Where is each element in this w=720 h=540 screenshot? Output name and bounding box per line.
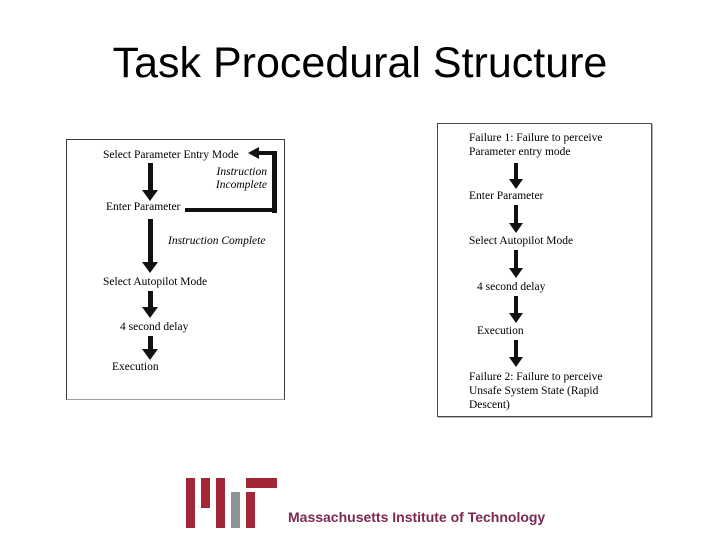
arrow-stem xyxy=(514,340,518,357)
mit-logo-icon xyxy=(186,478,278,528)
failure-1-text: Failure 1: Failure to perceive Parameter… xyxy=(469,131,634,159)
arrow-head xyxy=(509,179,523,189)
loop-arrow-top-segment xyxy=(258,151,277,155)
left-flow-box: Select Parameter Entry Mode Instruction … xyxy=(66,139,285,400)
arrow-head xyxy=(142,349,158,360)
mit-logo-bar-t-cross xyxy=(246,478,277,488)
label-instruction-incomplete-line1: Instruction xyxy=(216,166,267,178)
label-instruction-incomplete: Instruction Incomplete xyxy=(195,166,267,192)
arrow-stem xyxy=(147,291,153,307)
label-instruction-complete: Instruction Complete xyxy=(168,235,266,247)
step-select-parameter-entry-mode: Select Parameter Entry Mode xyxy=(103,149,239,161)
footer-organization: Massachusetts Institute of Technology xyxy=(288,509,546,525)
down-arrow-icon xyxy=(509,340,523,367)
mit-logo-bar-i xyxy=(231,492,240,528)
loop-arrow-bottom-segment xyxy=(185,208,277,212)
step-enter-parameter: Enter Parameter xyxy=(469,190,544,202)
arrow-stem xyxy=(147,336,153,349)
down-arrow-icon xyxy=(509,250,523,278)
step-select-autopilot-mode: Select Autopilot Mode xyxy=(103,276,208,288)
arrow-head xyxy=(142,190,158,201)
down-arrow-icon xyxy=(509,205,523,233)
arrow-stem xyxy=(514,250,518,268)
failure-2-line3: Descent) xyxy=(469,399,510,411)
arrow-head xyxy=(142,307,158,318)
arrow-head xyxy=(509,223,523,233)
arrow-stem xyxy=(147,163,153,190)
arrow-stem xyxy=(147,219,153,262)
label-instruction-incomplete-line2: Incomplete xyxy=(215,179,267,191)
step-execution: Execution xyxy=(112,361,159,373)
down-arrow-icon xyxy=(142,163,158,201)
loop-arrow-head-left-icon xyxy=(248,147,259,159)
failure-2-text: Failure 2: Failure to perceive Unsafe Sy… xyxy=(469,370,639,412)
step-4-second-delay: 4 second delay xyxy=(477,281,546,293)
arrow-stem xyxy=(514,296,518,313)
arrow-head xyxy=(509,357,523,367)
arrow-head xyxy=(509,268,523,278)
failure-1-line2: Parameter entry mode xyxy=(469,146,571,158)
failure-2-line1: Failure 2: Failure to perceive xyxy=(469,371,603,383)
right-flow-box: Failure 1: Failure to perceive Parameter… xyxy=(437,123,652,417)
step-enter-parameter: Enter Parameter xyxy=(106,201,181,213)
arrow-head xyxy=(509,313,523,323)
mit-logo-bar-m2 xyxy=(201,478,210,508)
loop-arrow-right-segment xyxy=(272,151,277,213)
failure-2-line2: Unsafe System State (Rapid xyxy=(469,385,599,397)
slide-title: Task Procedural Structure xyxy=(112,39,608,87)
mit-logo-bar-m1 xyxy=(186,478,195,528)
down-arrow-icon xyxy=(509,296,523,323)
mit-logo-bar-m3 xyxy=(216,478,225,528)
down-arrow-icon xyxy=(142,219,158,273)
arrow-head xyxy=(142,262,158,273)
arrow-stem xyxy=(514,205,518,223)
down-arrow-icon xyxy=(142,336,158,360)
failure-1-line1: Failure 1: Failure to perceive xyxy=(469,132,603,144)
step-execution: Execution xyxy=(477,325,524,337)
mit-logo-bar-t-stem xyxy=(246,492,255,528)
down-arrow-icon xyxy=(142,291,158,318)
step-4-second-delay: 4 second delay xyxy=(120,321,189,333)
arrow-stem xyxy=(514,163,518,179)
down-arrow-icon xyxy=(509,163,523,189)
step-select-autopilot-mode: Select Autopilot Mode xyxy=(469,235,574,247)
